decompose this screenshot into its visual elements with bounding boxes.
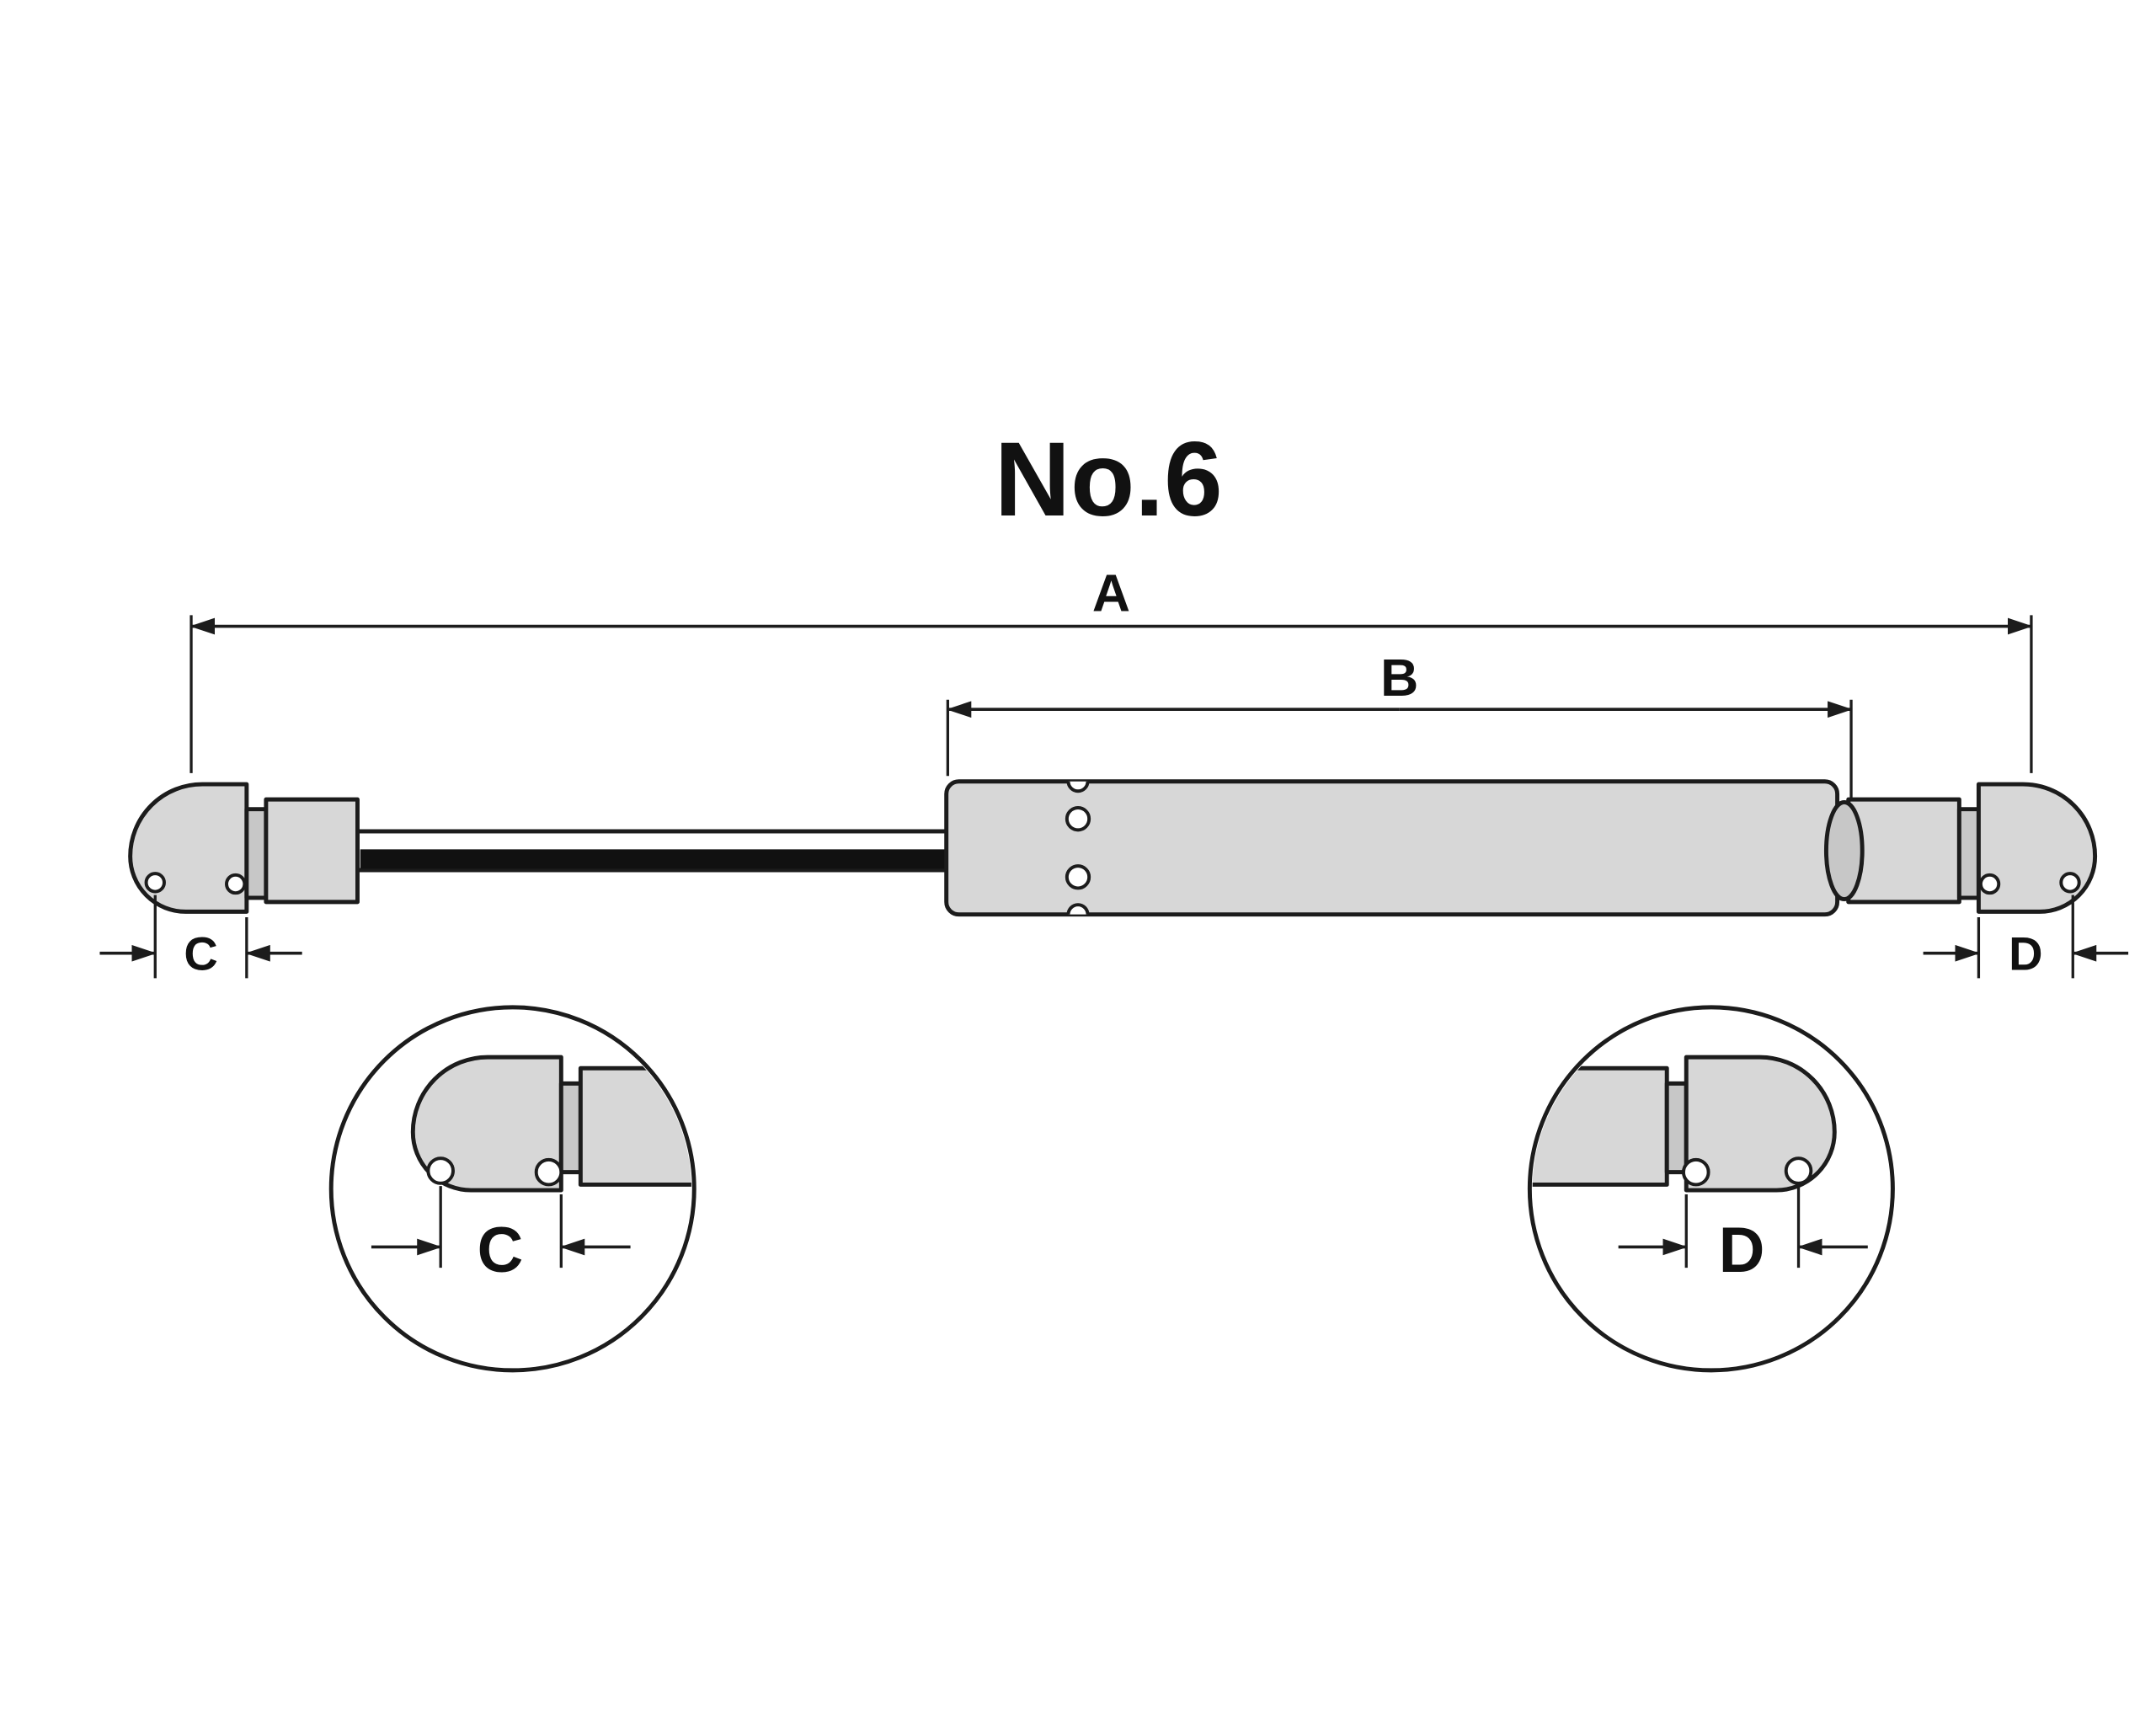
cylinder-vent-hole-top bbox=[1065, 806, 1091, 832]
dimension-a-label: A bbox=[1092, 563, 1130, 622]
cylinder-vent-hole-bottom bbox=[1065, 864, 1091, 890]
dimension-a: A bbox=[189, 563, 2033, 773]
detail-left-parts bbox=[410, 1055, 691, 1193]
gas-strut bbox=[128, 779, 2098, 917]
right-socket-hole-inner bbox=[1978, 873, 2001, 895]
dimension-d-label: D bbox=[2009, 927, 2042, 980]
detail-view-left: C bbox=[328, 1005, 696, 1373]
cylinder-body bbox=[944, 779, 1840, 917]
detail-left-hole-inner bbox=[534, 1157, 563, 1187]
left-ball-socket bbox=[128, 782, 249, 914]
detail-left-connector-block bbox=[578, 1065, 691, 1187]
detail-c-label: C bbox=[478, 1215, 524, 1286]
detail-right-socket-collar bbox=[1664, 1081, 1689, 1175]
detail-left-hole-outer bbox=[426, 1156, 455, 1185]
cylinder-notch-top bbox=[1066, 781, 1090, 793]
dimension-b-label: B bbox=[1380, 649, 1418, 708]
left-socket-hole-inner bbox=[225, 873, 247, 895]
piston-rod-shadow bbox=[360, 849, 951, 869]
dimension-c: C bbox=[99, 895, 302, 980]
cylinder-notch-bottom bbox=[1066, 903, 1090, 915]
right-socket-collar bbox=[1956, 807, 1981, 900]
dimension-b: B bbox=[946, 649, 1853, 798]
detail-right-hole-inner bbox=[1681, 1157, 1710, 1187]
detail-right-hole-outer bbox=[1784, 1156, 1813, 1185]
right-socket-hole-outer bbox=[2059, 872, 2081, 894]
right-ball-socket bbox=[1976, 782, 2098, 914]
page-title: No.6 bbox=[995, 421, 1223, 538]
dimension-d: D bbox=[1923, 895, 2129, 980]
left-socket-hole-outer bbox=[144, 872, 166, 894]
right-connector-block bbox=[1846, 797, 1961, 905]
cylinder-end-cap bbox=[1823, 799, 1865, 902]
detail-left-socket-collar bbox=[558, 1081, 583, 1175]
dimension-c-label: C bbox=[184, 927, 217, 980]
detail-left-ball-socket bbox=[410, 1055, 563, 1193]
left-socket-collar bbox=[244, 807, 269, 900]
left-connector-block bbox=[264, 797, 360, 905]
detail-d-label: D bbox=[1719, 1215, 1765, 1286]
detail-view-right: D bbox=[1527, 1005, 1895, 1373]
